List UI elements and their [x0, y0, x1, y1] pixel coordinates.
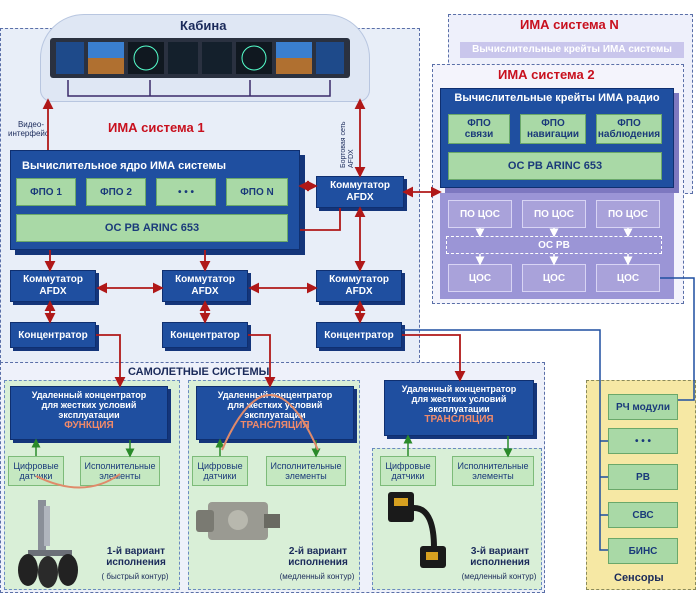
concentrator-right: Концентратор — [316, 322, 402, 348]
switch-mid: Коммутатор AFDX — [162, 270, 248, 302]
remote-concentrator-2-mode: ТРАНСЛЯЦИЯ — [240, 420, 310, 431]
variant-2-caption: 2-й вариант исполнения — [288, 546, 348, 568]
variant-1-note: ( быстрый контур) — [101, 572, 169, 581]
remote-concentrator-3-text: Удаленный концентратор для жестких услов… — [401, 384, 517, 414]
sensor-connector-image — [388, 492, 446, 568]
variant-3-note: (медленный контур) — [461, 572, 537, 581]
concentrator-left: Концентратор — [10, 322, 96, 348]
sensor-bins: БИНС — [608, 538, 678, 564]
cockpit-displays-svg — [50, 38, 350, 78]
remote-concentrator-2: Удаленный концентратор для жестких услов… — [196, 386, 354, 440]
variant-1-actuators: Исполнительные элементы — [80, 456, 160, 486]
ima1-fpo-dots: • • • — [156, 178, 216, 206]
os-rv-bar: ОС РВ — [446, 236, 662, 254]
variant-2-actuators: Исполнительные элементы — [266, 456, 346, 486]
ima2-os: ОС РВ ARINC 653 — [448, 152, 662, 180]
variant-1-caption: 1-й вариант исполнения — [106, 546, 166, 568]
variant-2-note: (медленный контур) — [279, 572, 355, 581]
dsp-1: ЦОС — [448, 264, 512, 292]
remote-concentrator-3: Удаленный концентратор для жестких услов… — [384, 380, 534, 436]
sensor-rv: РВ — [608, 464, 678, 490]
ima1-core-title: Вычислительное ядро ИМА системы — [22, 160, 226, 172]
po-dsp-1: ПО ЦОС — [448, 200, 512, 228]
ima2-crates-title: Вычислительные крейты ИМА радио — [454, 92, 660, 104]
variant-1-sensors: Цифровые датчики — [8, 456, 64, 486]
sensor-dots: • • • — [608, 428, 678, 454]
cockpit-displays — [50, 36, 350, 80]
dsp-2: ЦОС — [522, 264, 586, 292]
remote-concentrator-1: Удаленный концентратор для жестких услов… — [10, 386, 168, 440]
landing-gear-image — [18, 500, 78, 588]
ima2-title: ИМА система 2 — [498, 67, 595, 82]
switch-left: Коммутатор AFDX — [10, 270, 96, 302]
ima2-fpo-surv: ФПО наблюдения — [596, 114, 662, 144]
switch-main: Коммутатор AFDX — [316, 176, 404, 208]
onboard-network-label: Бортовая сеть AFDX — [338, 112, 362, 172]
variant-2-sensors: Цифровые датчики — [192, 456, 248, 486]
video-interfaces-label: Видео- интерфейс — [8, 120, 49, 138]
variant-3-caption: 3-й вариант исполнения — [470, 546, 530, 568]
variant-3-actuators: Исполнительные элементы — [452, 456, 534, 486]
remote-concentrator-3-mode: ТРАНСЛЯЦИЯ — [424, 414, 494, 425]
ima-n-title: ИМА система N — [520, 17, 619, 32]
dsp-3: ЦОС — [596, 264, 660, 292]
ima1-fpo-n: ФПО N — [226, 178, 288, 206]
remote-concentrator-2-text: Удаленный концентратор для жестких услов… — [217, 390, 333, 420]
ima1-fpo-1: ФПО 1 — [16, 178, 76, 206]
ima2-fpo-comm: ФПО связи — [448, 114, 510, 144]
actuator-unit-image — [196, 502, 280, 540]
ima1-os: ОС РВ ARINC 653 — [16, 214, 288, 242]
ima2-fpo-nav: ФПО навигации — [520, 114, 586, 144]
po-dsp-3: ПО ЦОС — [596, 200, 660, 228]
aircraft-systems-title: САМОЛЕТНЫЕ СИСТЕМЫ — [128, 366, 270, 378]
sensor-svs: СВС — [608, 502, 678, 528]
onboard-network-text: Бортовая сеть AFDX — [340, 121, 355, 168]
sensor-rf-modules: РЧ модули — [608, 394, 678, 420]
ima1-title: ИМА система 1 — [108, 120, 205, 135]
cabin-title: Кабина — [180, 18, 227, 33]
switch-right: Коммутатор AFDX — [316, 270, 402, 302]
sensors-panel-title: Сенсоры — [614, 572, 664, 584]
remote-concentrator-1-text: Удаленный концентратор для жестких услов… — [31, 390, 147, 420]
remote-concentrator-1-mode: ФУНКЦИЯ — [64, 420, 114, 431]
po-dsp-2: ПО ЦОС — [522, 200, 586, 228]
concentrator-mid: Концентратор — [162, 322, 248, 348]
variant-3-sensors: Цифровые датчики — [380, 456, 436, 486]
ima-n-subtitle: Вычислительные крейты ИМА системы — [460, 42, 684, 58]
ima1-fpo-2: ФПО 2 — [86, 178, 146, 206]
